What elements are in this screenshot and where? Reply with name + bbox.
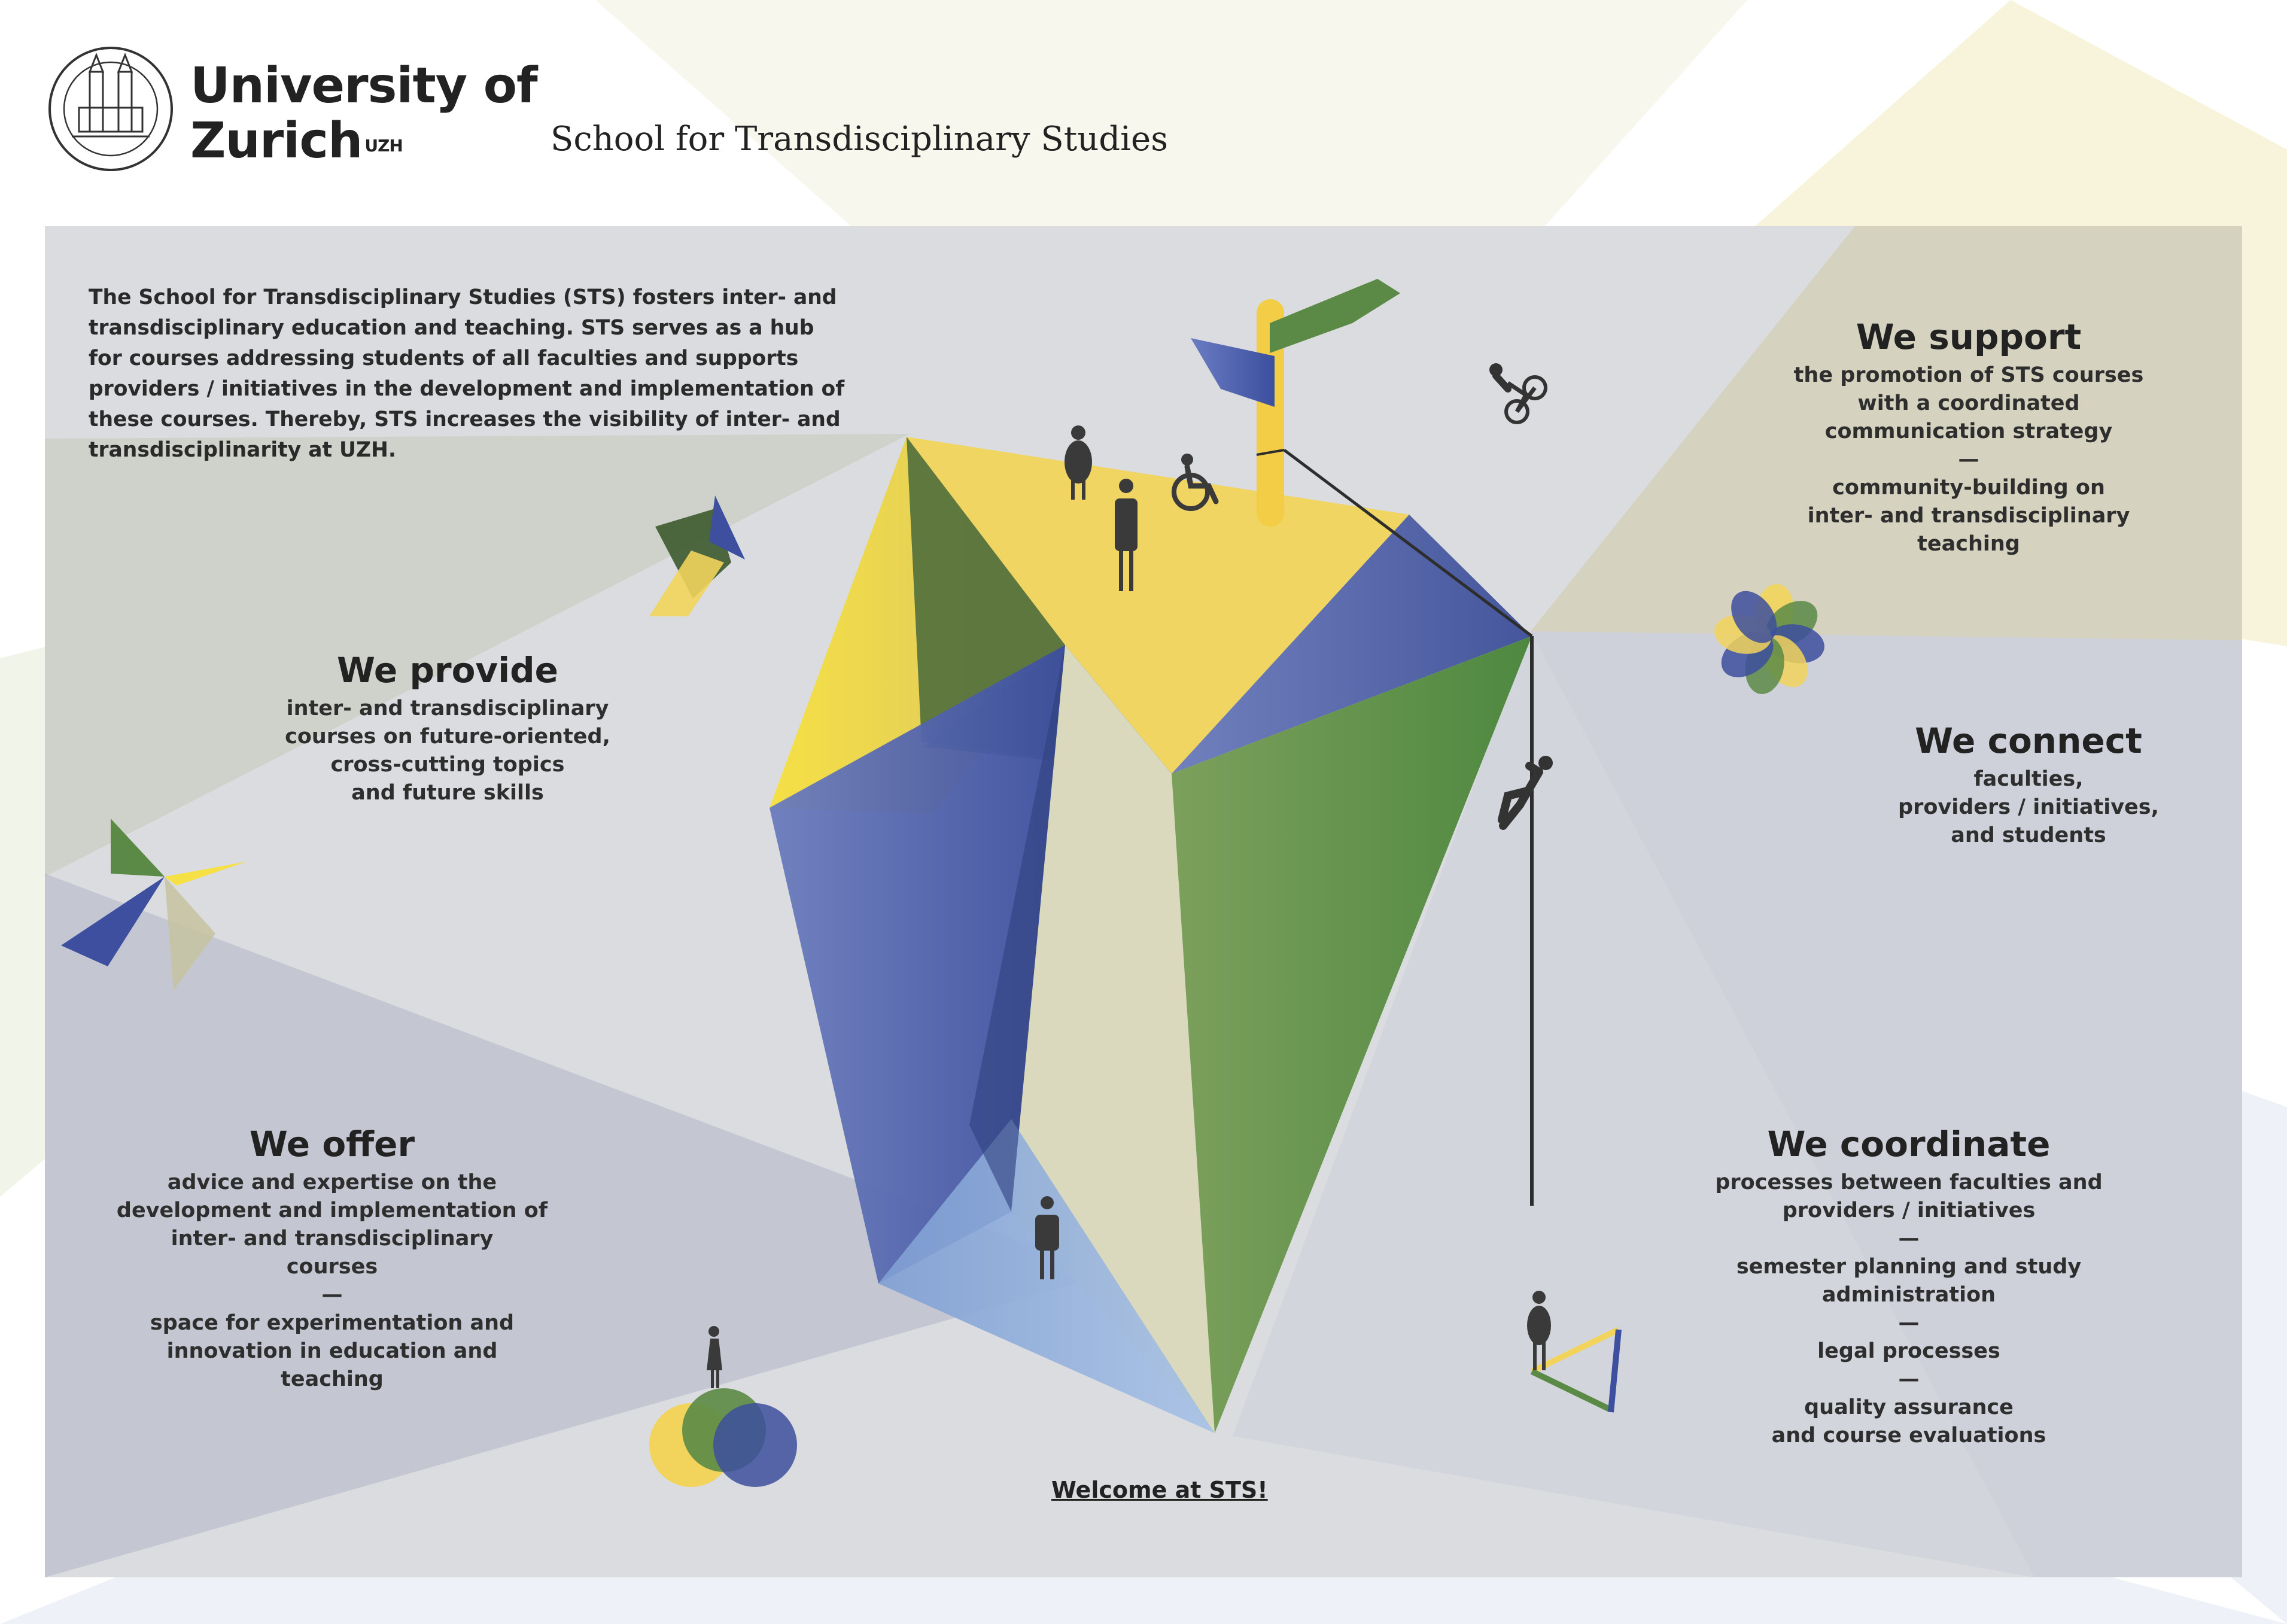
we-offer-line: advice and expertise on the <box>167 1170 497 1194</box>
we-support-line: with a coordinated <box>1857 391 2080 415</box>
we-connect-line: faculties, <box>1973 767 2084 791</box>
person-icon <box>1115 479 1138 591</box>
we-offer-title: We offer <box>249 1124 415 1164</box>
circles-icon <box>649 1326 797 1487</box>
we-offer-line: teaching <box>281 1367 384 1391</box>
we-support-block: We support the promotion of STS courses … <box>1777 316 2160 558</box>
we-provide-block: We provide inter- and transdisciplinary … <box>268 649 627 807</box>
we-support-line: inter- and transdisciplinary <box>1807 504 2130 528</box>
we-offer-line: innovation in education and <box>166 1339 498 1363</box>
we-offer-block: We offer advice and expertise on the dev… <box>114 1123 551 1394</box>
we-support-line: teaching <box>1917 532 2020 556</box>
we-coordinate-line: quality assurance <box>1804 1395 2014 1419</box>
we-provide-line: courses on future-oriented, <box>285 725 610 749</box>
we-coordinate-line: semester planning and study <box>1736 1255 2082 1279</box>
we-connect-line: and students <box>1951 823 2106 847</box>
climber-icon <box>1283 449 1553 1206</box>
we-offer-line: inter- and transdisciplinary <box>171 1227 494 1251</box>
intro-paragraph: The School for Transdisciplinary Studies… <box>89 285 845 462</box>
university-city: Zurich <box>190 112 363 169</box>
we-coordinate-separator: — <box>1898 1227 1920 1251</box>
we-support-title: We support <box>1856 317 2082 357</box>
we-provide-title: We provide <box>337 650 558 691</box>
person-icon <box>1065 425 1092 500</box>
we-coordinate-line: legal processes <box>1817 1339 2000 1363</box>
paper-bird-icon <box>649 495 745 616</box>
we-provide-line: inter- and transdisciplinary <box>286 697 609 720</box>
we-provide-line: cross-cutting topics <box>330 753 565 777</box>
cyclist-icon <box>1489 363 1547 424</box>
we-offer-line: development and implementation of <box>116 1199 548 1222</box>
school-title: School for Transdisciplinary Studies <box>551 120 1168 159</box>
we-offer-line: space for experimentation and <box>150 1311 515 1335</box>
we-coordinate-separator: — <box>1898 1311 1920 1335</box>
we-provide-line: and future skills <box>351 781 544 805</box>
university-line-1: University of <box>190 57 538 114</box>
we-coordinate-title: We coordinate <box>1767 1124 2051 1164</box>
we-coordinate-line: administration <box>1821 1283 1996 1307</box>
we-coordinate-separator: — <box>1898 1367 1920 1391</box>
we-offer-separator: — <box>321 1283 343 1307</box>
triangle-frame-icon <box>1527 1291 1622 1413</box>
we-support-line: communication strategy <box>1824 419 2113 443</box>
we-coordinate-line: processes between faculties and <box>1715 1170 2103 1194</box>
welcome-link[interactable]: Welcome at STS! <box>1051 1477 1268 1503</box>
panel-shading <box>45 226 2242 1577</box>
we-connect-block: We connect faculties, providers / initia… <box>1843 720 2214 850</box>
crystal-illustration <box>770 437 1532 1433</box>
university-seal-icon <box>48 47 173 171</box>
we-connect-title: We connect <box>1915 720 2142 761</box>
university-suffix: UZH <box>364 136 403 156</box>
signpost-icon <box>1191 279 1400 527</box>
wheelchair-icon <box>1172 454 1219 511</box>
person-icon <box>1035 1196 1059 1279</box>
people-on-top <box>1065 425 1219 591</box>
we-connect-line: providers / initiatives, <box>1898 795 2159 819</box>
we-support-separator: — <box>1958 448 1979 472</box>
we-coordinate-block: We coordinate processes between facultie… <box>1687 1123 2130 1450</box>
we-support-line: the promotion of STS courses <box>1793 363 2144 387</box>
flower-icon <box>1714 584 1824 694</box>
we-coordinate-line: and course evaluations <box>1771 1424 2046 1447</box>
we-coordinate-line: providers / initiatives <box>1782 1199 2036 1222</box>
we-offer-line: courses <box>286 1255 378 1279</box>
we-support-line: community-building on <box>1832 476 2105 500</box>
pinwheel-icon <box>61 819 247 990</box>
